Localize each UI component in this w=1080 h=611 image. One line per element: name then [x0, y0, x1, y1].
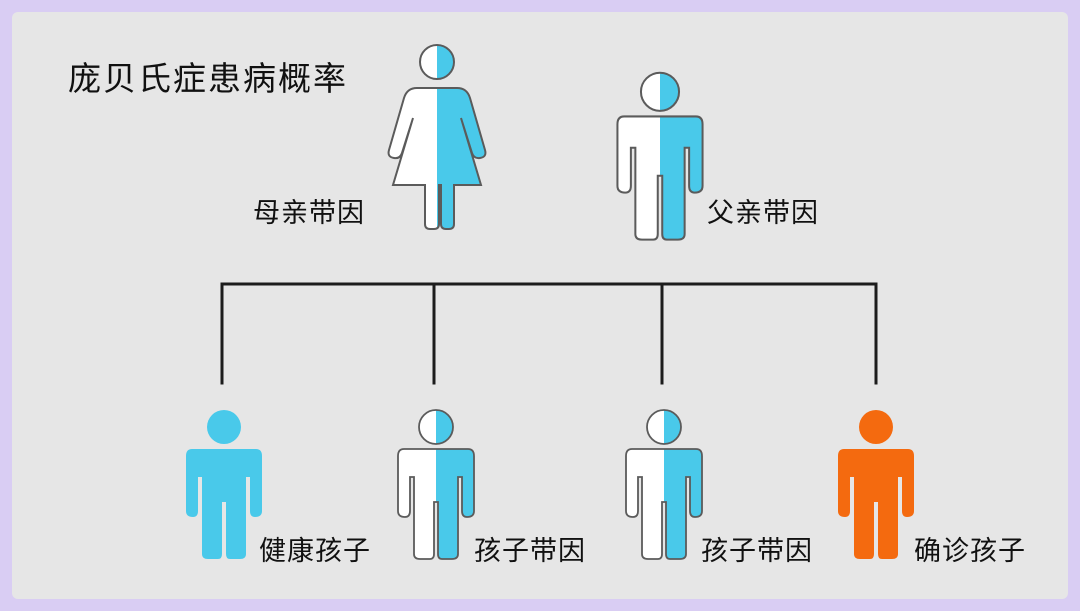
pedigree-graphic [186, 44, 914, 560]
diagram-panel: 庞贝氏症患病概率 母亲带因 父亲带因 健康孩子 孩子带因 孩子带因 确诊孩子 [12, 12, 1068, 599]
child-label-3: 孩子带因 [701, 536, 813, 567]
child-label-4: 确诊孩子 [914, 536, 1026, 567]
child-label-1: 健康孩子 [259, 536, 371, 567]
mother-label: 母亲带因 [253, 198, 365, 229]
carrier-child-icon-1 [397, 409, 475, 560]
child-label-2: 孩子带因 [474, 536, 586, 567]
carrier-child-icon-2 [625, 409, 703, 560]
affected-child-icon [838, 410, 914, 559]
father-label: 父亲带因 [707, 198, 819, 229]
healthy-child-icon [186, 410, 262, 559]
diagram-title: 庞贝氏症患病概率 [68, 59, 348, 98]
mother-carrier-icon [387, 44, 487, 230]
family-connector-lines [220, 282, 878, 385]
father-carrier-icon [616, 71, 704, 241]
